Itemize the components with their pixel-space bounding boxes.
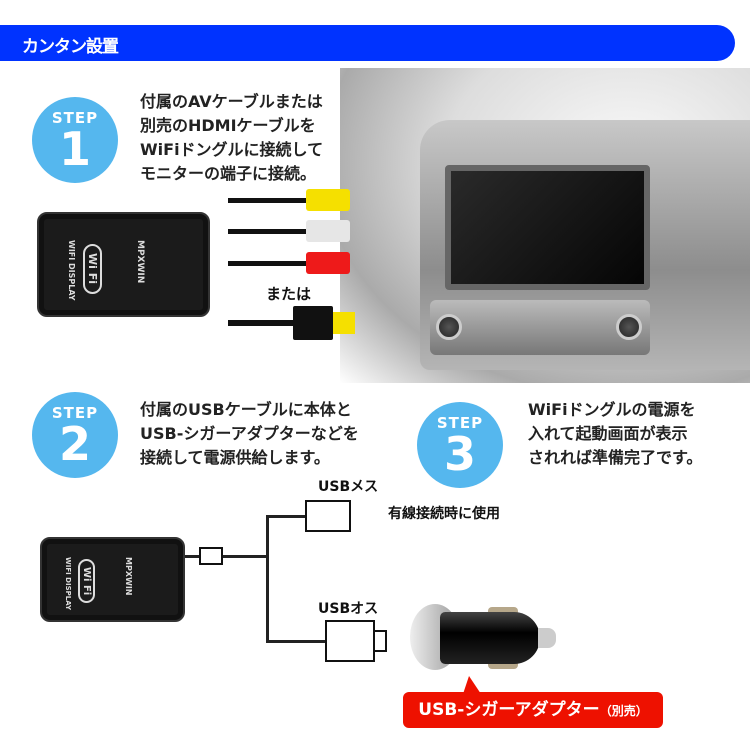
step-1-badge: STEP 1 (32, 97, 118, 183)
step-label: STEP (436, 414, 484, 432)
step-2-text: 付属のUSBケーブルに本体と USB-シガーアダプターなどを 接続して電源供給し… (140, 398, 359, 470)
adapter-note: （別売） (599, 704, 648, 718)
or-label: または (266, 285, 312, 303)
usb-male-label: USBオス (318, 601, 379, 617)
micro-usb-tip (185, 555, 199, 558)
usb-cable (223, 555, 268, 558)
text-line: 別売のHDMIケーブルを (140, 116, 316, 135)
red-plug (306, 252, 350, 274)
knob-icon (436, 314, 462, 340)
usb-male-connector (325, 620, 375, 662)
usb-female-connector (305, 500, 351, 532)
white-plug (306, 220, 350, 242)
step-number: 3 (443, 427, 476, 481)
yellow-plug (306, 189, 350, 211)
adapter-label: USB-シガーアダプター（別売） (403, 692, 663, 728)
wifi-logo: Wi Fi (83, 244, 102, 294)
wifi-dongle: Wi Fi WIFI DISPLAY MPXWIN (37, 212, 210, 317)
step-3-badge: STEP 3 (417, 402, 503, 488)
text-line: モニターの端子に接続。 (140, 164, 317, 183)
usb-cable-female-branch (266, 515, 306, 518)
text-line: 入れて起動画面が表示 (528, 424, 688, 443)
usb-cable-split (266, 515, 269, 642)
step-number: 1 (58, 122, 91, 176)
av-cable-yellow (228, 198, 308, 203)
step-label: STEP (51, 109, 99, 127)
knob-icon (616, 314, 642, 340)
section-title: カンタン設置 (22, 37, 119, 57)
charger-body (440, 612, 540, 664)
av-cable-red (228, 261, 308, 266)
hdmi-plug-tip (333, 312, 355, 334)
usb-cable-male-branch (266, 640, 326, 643)
text-line: USB-シガーアダプターなどを (140, 424, 359, 443)
device-brand: MPXWIN (135, 240, 145, 284)
step-label: STEP (51, 404, 99, 422)
step-3-text: WiFiドングルの電源を 入れて起動画面が表示 されれば準備完了です。 (528, 398, 702, 470)
text-line: されれば準備完了です。 (528, 448, 703, 467)
hdmi-cable (228, 320, 298, 326)
dashboard-controls (430, 300, 650, 355)
text-line: 付属のUSBケーブルに本体と (140, 400, 352, 419)
text-line: WiFiドングルの電源を (528, 400, 696, 419)
text-line: 接続して電源供給します。 (140, 448, 330, 467)
device-model: WIFI DISPLAY (64, 557, 72, 611)
device-model: WIFI DISPLAY (67, 240, 76, 301)
device-brand: MPXWIN (124, 557, 133, 596)
text-line: WiFiドングルに接続して (140, 140, 324, 159)
adapter-name: USB-シガーアダプター (418, 700, 600, 720)
usb-male-tip (375, 630, 387, 652)
step-1-text: 付属のAVケーブルまたは 別売のHDMIケーブルを WiFiドングルに接続して … (140, 90, 323, 186)
wifi-logo: Wi Fi (78, 559, 95, 603)
label-pointer (463, 676, 481, 694)
wifi-dongle: Wi Fi WIFI DISPLAY MPXWIN (40, 537, 185, 622)
text-line: 付属のAVケーブルまたは (140, 92, 323, 111)
usb-female-label: USBメス (318, 479, 379, 495)
step-number: 2 (58, 417, 91, 471)
charger-tip (538, 628, 556, 648)
hdmi-plug (293, 306, 333, 340)
car-monitor (445, 165, 650, 290)
section-header: カンタン設置 (0, 25, 735, 61)
usb-female-note: 有線接続時に使用 (388, 506, 500, 522)
step-2-badge: STEP 2 (32, 392, 118, 478)
av-cable-white (228, 229, 308, 234)
micro-usb-plug (199, 547, 223, 565)
